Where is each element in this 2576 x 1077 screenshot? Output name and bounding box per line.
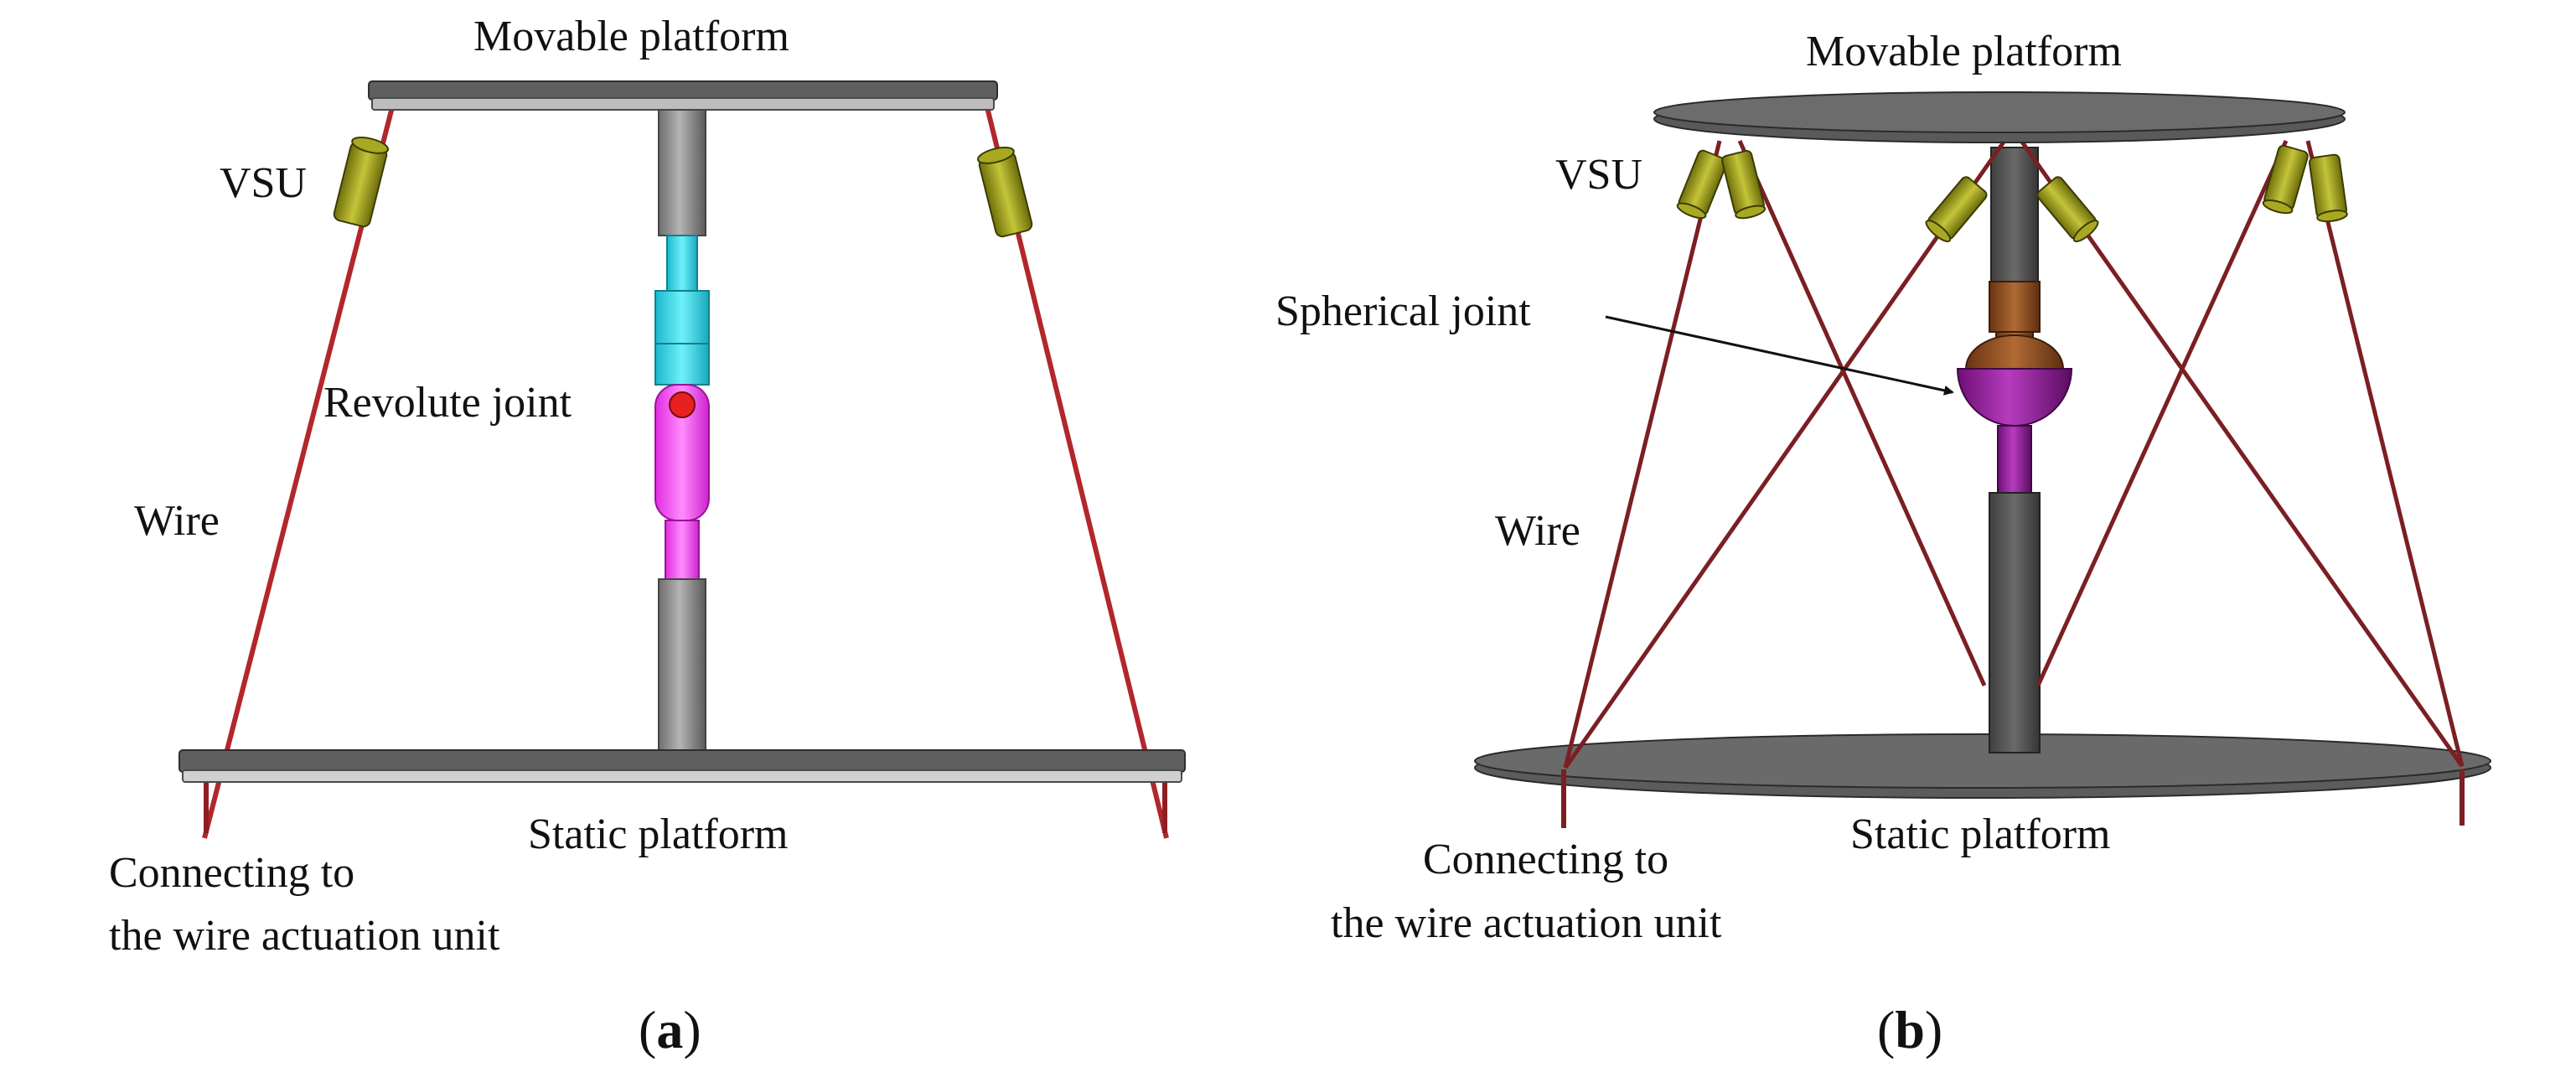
label-movable-platform-a: Movable platform [473, 13, 789, 60]
label-static-platform-b: Static platform [1850, 810, 2110, 858]
movable-platform-a [368, 80, 998, 111]
panel-a: Movable platform VSU Revolute joint Wire… [109, 13, 1186, 1059]
label-connecting-line2-a: the wire actuation unit [109, 912, 500, 960]
label-wire-b: Wire [1495, 507, 1580, 555]
label-wire-a: Wire [134, 497, 220, 545]
panel-b: Movable platform VSU Spherical joint Wir… [1275, 28, 2491, 1059]
label-vsu-b: VSU [1555, 151, 1642, 199]
label-connecting-line1-b: Connecting to [1423, 836, 1668, 883]
spherical-joint-arrow [1605, 315, 1954, 396]
central-column-b [1956, 147, 2073, 753]
vsu-right-a [976, 147, 1033, 238]
wires-b [1563, 139, 2465, 769]
label-vsu-a: VSU [220, 159, 307, 207]
central-column-a [654, 109, 710, 766]
caption-b: (b) [1877, 1000, 1942, 1059]
label-static-platform-a: Static platform [528, 810, 788, 858]
vsu-group-b [1676, 144, 2348, 243]
label-movable-platform-b: Movable platform [1806, 28, 2122, 75]
label-connecting-line1-a: Connecting to [109, 849, 354, 897]
label-revolute-joint: Revolute joint [323, 379, 572, 427]
static-platform-a [178, 749, 1186, 783]
caption-a: (a) [639, 1000, 701, 1059]
movable-platform-b [1653, 91, 2346, 143]
revolute-joint-dot [669, 391, 696, 418]
vsu-left-a [333, 137, 390, 228]
wire-left-a [202, 106, 395, 839]
label-connecting-line2-b: the wire actuation unit [1331, 899, 1722, 947]
label-spherical-joint: Spherical joint [1275, 287, 1531, 335]
static-platform-b [1474, 733, 2491, 799]
